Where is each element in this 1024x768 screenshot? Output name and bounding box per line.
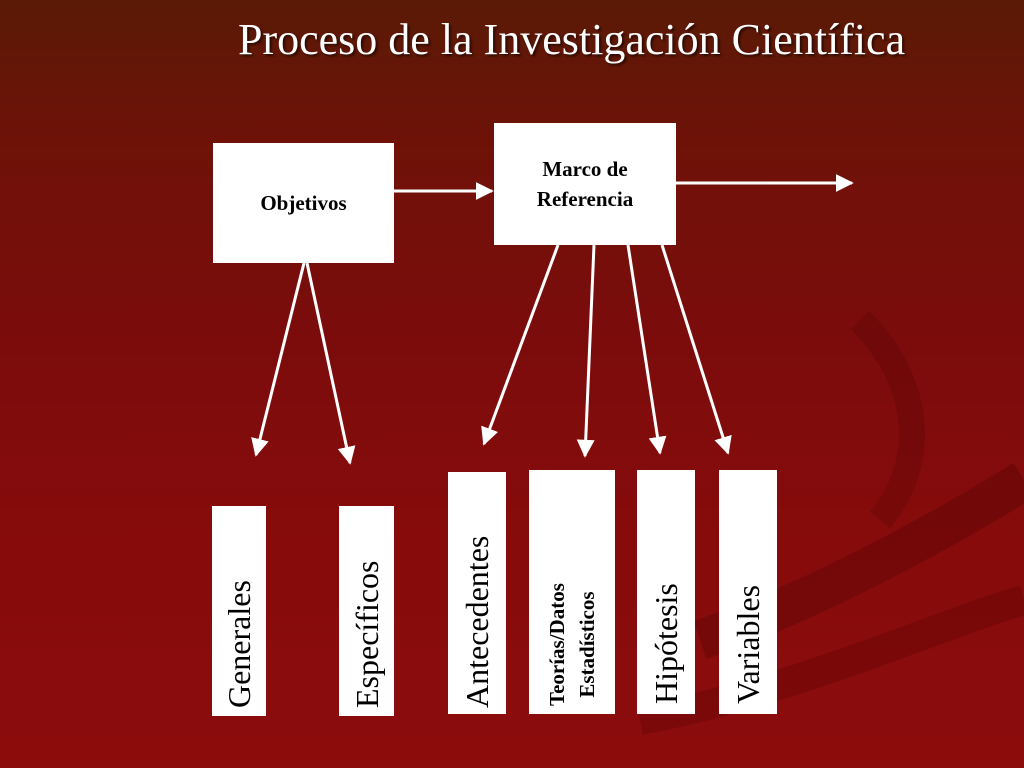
generales-box: Generales <box>212 506 266 716</box>
marco-label-line1: Marco de <box>542 157 628 181</box>
antecedentes-label: Antecedentes <box>459 535 495 708</box>
marco-label-line2: Referencia <box>536 187 634 211</box>
teorias-datos-box: Teorías/Datos Estadísticos <box>529 470 615 714</box>
antecedentes-box: Antecedentes <box>448 472 506 714</box>
objetivos-label: Objetivos <box>260 191 347 215</box>
teorias-label-line1: Teorías/Datos <box>545 583 569 706</box>
hipotesis-box: Hipótesis <box>637 470 695 714</box>
arrow-to-antecedentes <box>481 244 560 446</box>
especificos-box: Específicos <box>339 506 394 716</box>
arrow-to-generales <box>251 262 306 457</box>
variables-box: Variables <box>719 470 777 714</box>
marco-de-referencia-box: Marco de Referencia <box>494 123 676 245</box>
teorias-label: Teorías/Datos Estadísticos <box>542 583 602 706</box>
especificos-label: Específicos <box>348 560 385 709</box>
arrow-to-especificos <box>305 262 356 465</box>
generales-label: Generales <box>221 580 257 708</box>
variables-label: Variables <box>730 584 766 704</box>
arrow-to-variables <box>660 244 732 455</box>
page-title: Proceso de la Investigación Científica <box>238 15 906 64</box>
arrow-to-teorias <box>576 244 596 458</box>
teorias-label-line2: Estadísticos <box>575 591 599 698</box>
arrow-to-hipotesis <box>626 244 667 455</box>
hipotesis-label: Hipótesis <box>648 583 684 704</box>
objetivos-box: Objetivos <box>213 143 394 263</box>
